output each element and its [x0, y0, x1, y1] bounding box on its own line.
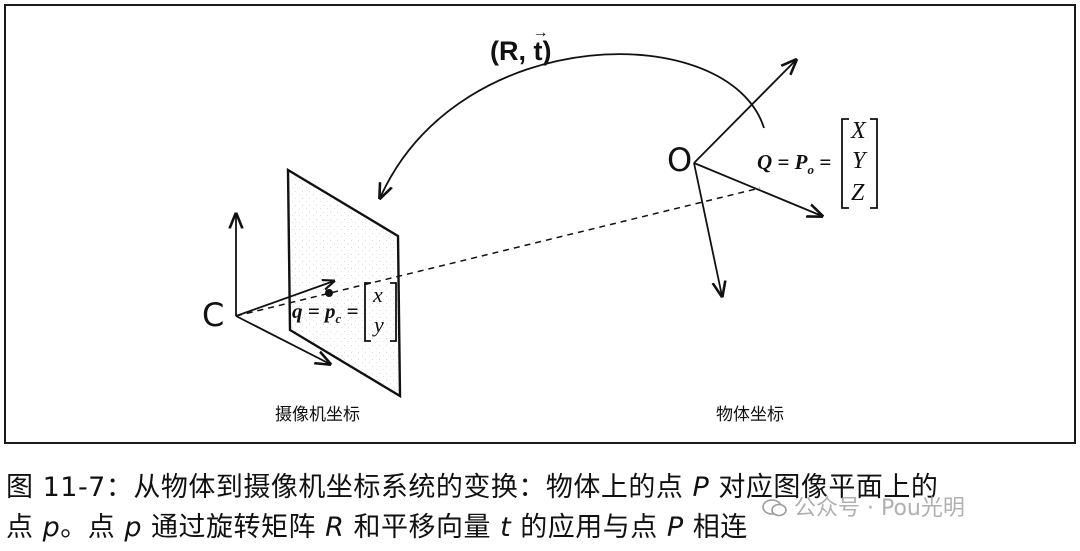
camera-coord-label: 摄像机坐标: [275, 405, 360, 425]
object-vector-brackets: [841, 118, 878, 209]
image-plane: [286, 167, 402, 399]
transform-label-suffix: ): [542, 36, 552, 66]
watermark-text: 公众号 · Pou光明: [794, 496, 965, 521]
camera-axis-depth: [235, 315, 330, 364]
figure-caption: 图 11-7：从物体到摄像机坐标系统的变换：物体上的点 P 对应图像平面上的 点…: [6, 468, 1076, 548]
caption-text: 通过旋转矩阵: [141, 512, 326, 543]
caption-text: 。点: [60, 512, 125, 543]
caption-text: 和平移向量: [344, 512, 501, 543]
camera-axis-right: [235, 281, 334, 317]
caption-var-P: P: [692, 472, 710, 503]
caption-text: 相连: [683, 512, 748, 543]
caption-var-t: t: [500, 512, 512, 543]
caption-text: 对应图像平面上的: [709, 472, 939, 503]
caption-var-P: P: [666, 512, 684, 543]
projection-ray: [235, 187, 761, 317]
caption-text: 图 11-7：从物体到摄像机坐标系统的变换：物体上的点: [6, 472, 693, 503]
object-eq-sub: o: [807, 162, 814, 178]
object-origin-label: O: [667, 141, 693, 179]
wechat-icon: [762, 499, 787, 517]
caption-line-2: 点 p。点 p 通过旋转矩阵 R 和平移向量 t 的应用与点 P 相连: [6, 508, 1076, 548]
watermark: 公众号 · Pou光明: [762, 490, 965, 522]
image-vec-y: y: [374, 312, 384, 337]
caption-line-1: 图 11-7：从物体到摄像机坐标系统的变换：物体上的点 P 对应图像平面上的: [6, 468, 1076, 508]
caption-var-R: R: [325, 512, 345, 543]
image-point-equation: q = pc =: [292, 299, 359, 327]
transform-label: (R, t→): [490, 24, 552, 67]
image-vec-x: x: [373, 282, 383, 307]
image-eq-sub: c: [335, 311, 342, 327]
object-axis-up: [693, 60, 796, 164]
object-axis-right: [693, 162, 822, 216]
object-vec-x: X: [851, 118, 866, 144]
object-point-equation: Q = Po =: [757, 150, 832, 178]
transform-arc: [380, 53, 765, 198]
caption-var-p: p: [42, 512, 61, 543]
object-axis-down: [693, 162, 722, 296]
object-coord-label: 物体坐标: [716, 405, 784, 425]
caption-var-p: p: [124, 512, 142, 543]
image-vector-brackets: [364, 282, 397, 342]
figure-frame: [4, 4, 1076, 444]
object-eq-lhs: Q = P: [757, 150, 808, 174]
caption-text: 的应用与点: [511, 512, 667, 543]
vector-arrow-icon: →: [532, 24, 549, 41]
object-vec-z: Z: [851, 180, 865, 206]
caption-text: 点: [6, 512, 43, 543]
transform-label-prefix: (R,: [490, 36, 534, 66]
object-vec-y: Y: [852, 148, 866, 174]
image-eq-lhs: q = p: [292, 299, 336, 323]
transform-label-t: t: [533, 36, 543, 66]
camera-origin-label: C: [202, 296, 225, 334]
image-point-q: [325, 289, 333, 297]
